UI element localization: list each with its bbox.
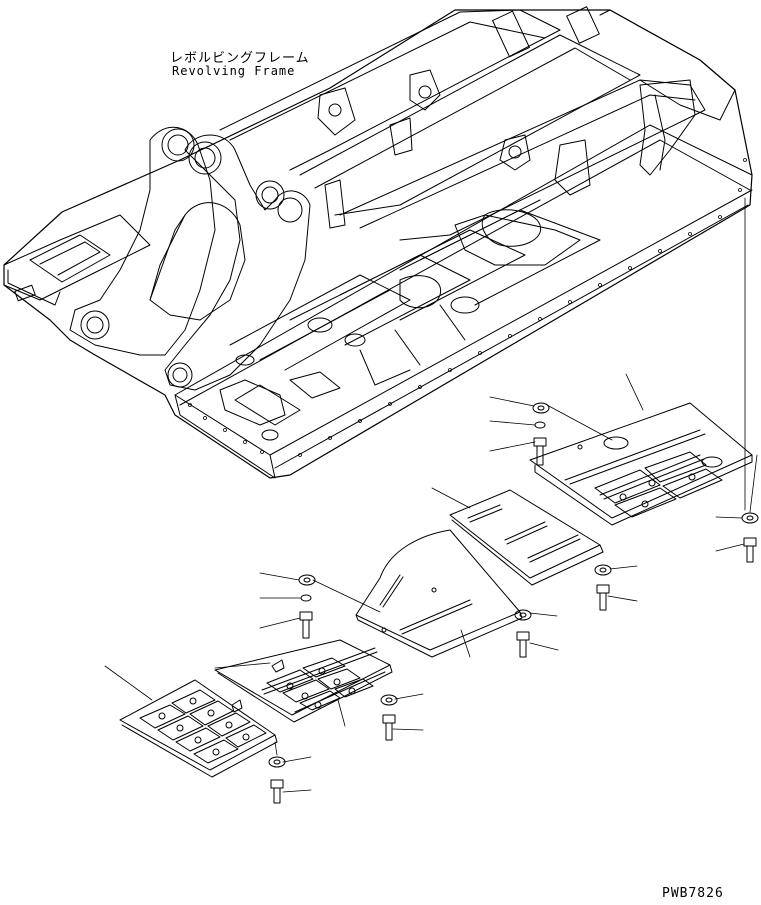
frame-bracket-a [410,70,440,110]
deck-opening-round [400,276,441,308]
fastener-group-center-right [595,565,611,610]
frame-title-japanese: レボルビングフレーム [170,51,310,66]
center-arch [150,203,245,320]
deck-opening-center [482,210,540,247]
deck-opening-left [220,380,285,425]
revolving-frame [4,7,752,478]
frame-bracket-f [390,118,412,155]
fastener-group-rear-right-side [742,513,758,562]
cover-rear-right [530,403,752,525]
frame-rear-slot [15,285,35,301]
fasteners [269,403,758,803]
frame-title-english: Revolving Frame [172,64,296,78]
cover-center-right [450,490,603,585]
boom-pin-hole-left-top [162,129,194,161]
cover-center-right-plate [450,490,600,578]
frame-cross-member-4 [400,210,600,305]
boom-pin-hole-right-top [189,142,221,174]
frame-side-rail [175,125,752,395]
frame-bracket-b [318,88,355,135]
fastener-group-center [515,610,531,657]
cover-rear-right-hole [604,437,628,449]
boom-bracket-left [70,127,215,355]
frame-rivets [189,159,747,457]
cover-front-left [215,640,392,722]
frame-rear-block [600,10,735,120]
frame-front-box [175,395,275,478]
frame-rear-left-box [4,215,150,300]
frame-beam-1 [220,10,560,170]
cover-center [356,530,522,657]
frame-cross-member-1 [230,275,410,370]
frame-bracket-c [500,135,530,170]
boom-bracket-right [165,135,310,390]
cover-rear-right-plate [530,403,752,518]
frame-bracket-e [640,80,695,175]
fastener-group-front-right-bottom [381,695,397,740]
leader-lines [105,198,757,792]
fastener-group-front-left [299,575,315,638]
cover-center-plate [356,530,520,650]
boom-pin-hole-left-bottom [81,311,109,339]
fastener-group-front-bottom [269,757,285,803]
frame-beam-2 [300,35,640,215]
frame-beam-3 [340,80,705,240]
frame-bracket-d [555,140,590,195]
frame-deck-outline [4,10,752,478]
frame-cross-member-3 [340,230,525,320]
cover-front [120,680,277,777]
drawing-reference-code: PWB7826 [662,886,724,901]
